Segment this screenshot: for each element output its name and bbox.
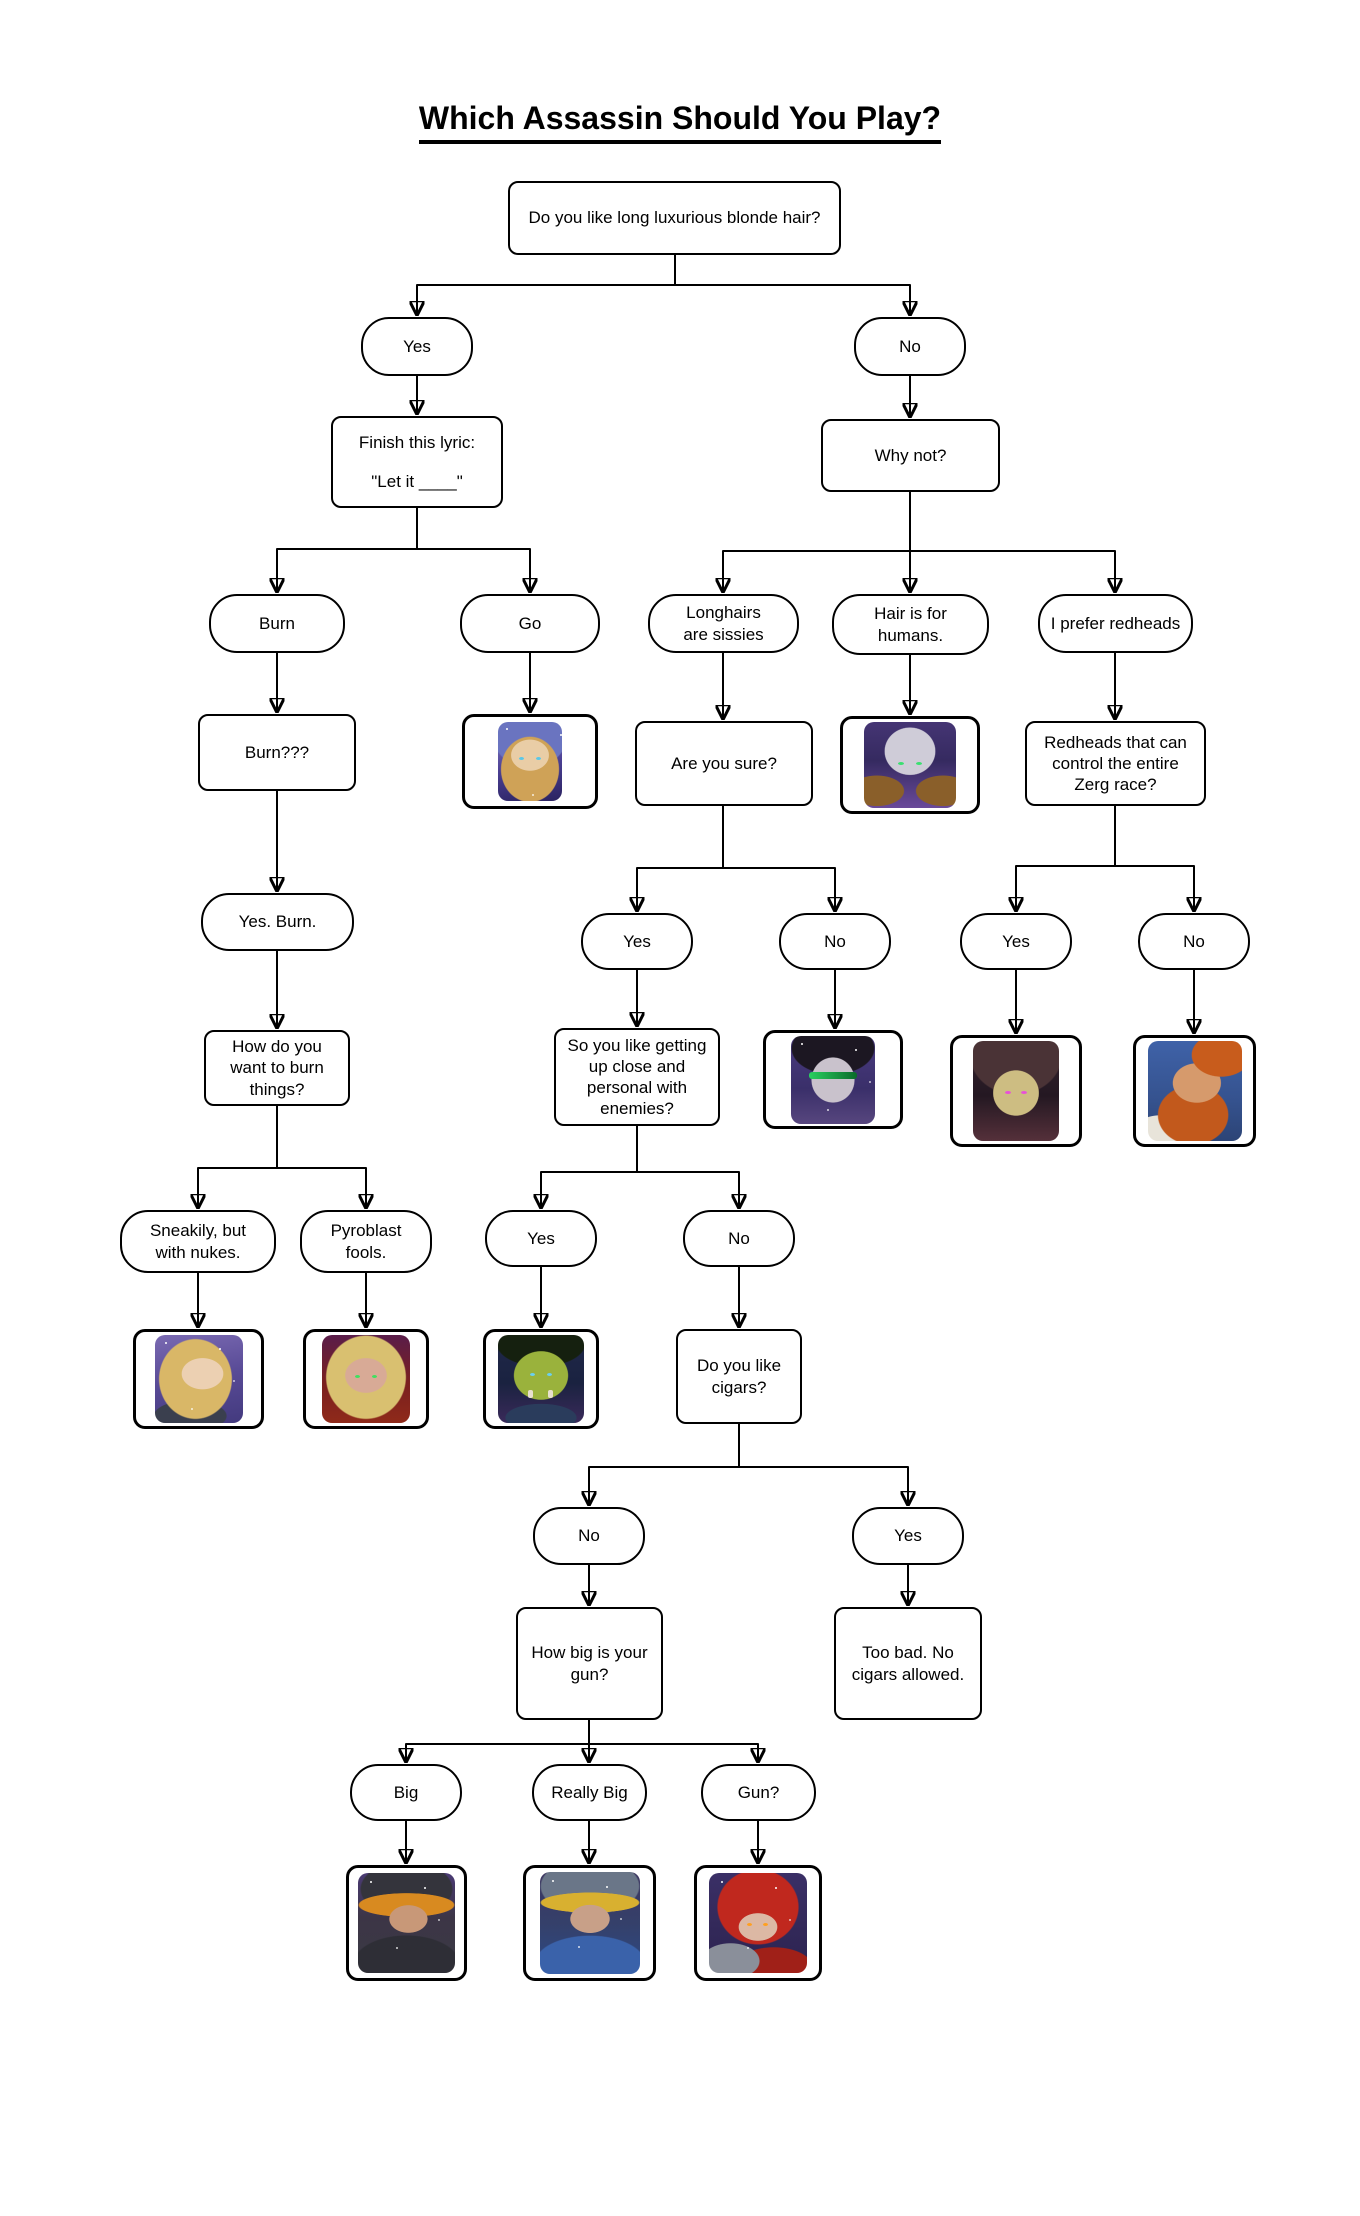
node-label-line1: Sneakily, but	[149, 1221, 247, 1241]
node-pyroblast-fools: Pyroblast fools.	[300, 1210, 432, 1273]
node-label: Do you like cigars?	[696, 1356, 782, 1397]
node-label-line2: are sissies	[683, 624, 764, 644]
node-no-blonde: No	[854, 317, 966, 376]
portrait-valla	[694, 1865, 822, 1981]
node-q-blonde-hair: Do you like long luxurious blonde hair?	[508, 181, 841, 255]
portrait-jaina	[462, 714, 598, 809]
node-label: Gun?	[737, 1782, 780, 1802]
node-zerg-yes: Yes	[960, 913, 1072, 970]
node-burn: Burn	[209, 594, 345, 653]
portrait-nova	[133, 1329, 264, 1429]
node-label: Yes	[894, 1526, 922, 1546]
node-label: Burn???	[244, 742, 310, 762]
raynor-portrait-image	[358, 1873, 455, 1973]
node-really-big: Really Big	[532, 1764, 647, 1821]
node-label: Yes	[403, 336, 431, 356]
portrait-kaelthas	[303, 1329, 429, 1429]
portrait-zeratul	[840, 716, 980, 814]
portrait-thrall	[483, 1329, 599, 1429]
node-label: Yes	[623, 931, 651, 951]
node-label: Really Big	[551, 1782, 628, 1802]
node-cigars: Do you like cigars?	[676, 1329, 802, 1424]
node-label: Burn	[259, 613, 295, 633]
node-why-not: Why not?	[821, 419, 1000, 492]
illidan-portrait-image	[791, 1035, 875, 1124]
node-up-close: So you like getting up close and persona…	[554, 1028, 720, 1126]
portrait-kerrigan	[950, 1035, 1082, 1147]
node-label: Redheads that can control the entire Zer…	[1044, 732, 1187, 795]
node-go: Go	[460, 594, 600, 653]
jaina-portrait-image	[498, 722, 562, 801]
portrait-falstad	[1133, 1035, 1256, 1147]
node-yes-blonde: Yes	[361, 317, 473, 376]
node-label: Why not?	[874, 445, 947, 465]
node-label: Yes	[527, 1228, 555, 1248]
node-label: No	[1183, 931, 1205, 951]
node-burn-qqq: Burn???	[198, 714, 356, 791]
kerrigan-portrait-image	[973, 1041, 1059, 1141]
node-close-no: No	[683, 1210, 795, 1267]
node-label-line1: Finish this lyric:	[358, 433, 476, 452]
node-label: So you like getting up close and persona…	[567, 1035, 707, 1119]
node-sure-yes: Yes	[581, 913, 693, 970]
node-label: Big	[393, 1782, 419, 1802]
node-redheads-zerg: Redheads that can control the entire Zer…	[1025, 721, 1206, 806]
node-hair-for-humans: Hair is for humans.	[832, 594, 989, 655]
portrait-raynor	[346, 1865, 467, 1981]
falstad-portrait-image	[1147, 1041, 1242, 1141]
page-title: Which Assassin Should You Play?	[0, 100, 1360, 144]
node-cigars-yes: Yes	[852, 1507, 964, 1565]
node-are-you-sure: Are you sure?	[635, 721, 813, 806]
node-label-line1: Longhairs	[686, 603, 761, 623]
node-sure-no: No	[779, 913, 891, 970]
node-label: How do you want to burn things?	[230, 1037, 324, 1099]
portrait-tychus	[523, 1865, 656, 1981]
node-label-line2: with nukes.	[155, 1242, 241, 1262]
zeratul-portrait-image	[864, 722, 956, 808]
node-gun: Gun?	[701, 1764, 816, 1821]
node-label: Too bad. No cigars allowed.	[851, 1643, 965, 1684]
node-yes-burn: Yes. Burn.	[201, 893, 354, 951]
node-label: How big is your gun?	[531, 1643, 648, 1684]
node-label: Yes. Burn.	[238, 912, 317, 932]
node-longhairs-sissies: Longhairs are sissies	[648, 594, 799, 653]
nova-portrait-image	[154, 1335, 243, 1423]
node-label: No	[899, 336, 921, 356]
node-label-line1: Hair is for	[874, 604, 947, 624]
node-label: Are you sure?	[671, 753, 777, 773]
portrait-illidan	[763, 1030, 903, 1129]
node-finish-lyric: Finish this lyric: "Let it ____"	[331, 416, 503, 508]
node-how-big-gun: How big is your gun?	[516, 1607, 663, 1720]
node-too-bad: Too bad. No cigars allowed.	[834, 1607, 982, 1720]
node-label: Do you like long luxurious blonde hair?	[528, 208, 821, 228]
node-how-burn: How do you want to burn things?	[204, 1030, 350, 1106]
node-label: No	[728, 1228, 750, 1248]
valla-portrait-image	[709, 1873, 807, 1973]
node-prefer-redheads: I prefer redheads	[1038, 594, 1193, 653]
thrall-portrait-image	[498, 1335, 584, 1423]
node-label: Go	[518, 613, 542, 633]
node-close-yes: Yes	[485, 1210, 597, 1267]
node-sneakily-nukes: Sneakily, but with nukes.	[120, 1210, 276, 1273]
node-label: No	[824, 931, 846, 951]
node-big: Big	[350, 1764, 462, 1821]
node-label: Yes	[1002, 931, 1030, 951]
node-label-line2: "Let it ____"	[371, 471, 463, 491]
node-label-line1: Pyroblast	[330, 1221, 402, 1241]
tychus-portrait-image	[539, 1872, 640, 1974]
node-zerg-no: No	[1138, 913, 1250, 970]
node-label-line2: humans.	[877, 625, 944, 645]
node-label: No	[578, 1526, 600, 1546]
node-cigars-no: No	[533, 1507, 645, 1565]
node-label: I prefer redheads	[1050, 613, 1181, 633]
kaelthas-portrait-image	[322, 1335, 410, 1423]
node-label-line2: fools.	[345, 1242, 387, 1262]
